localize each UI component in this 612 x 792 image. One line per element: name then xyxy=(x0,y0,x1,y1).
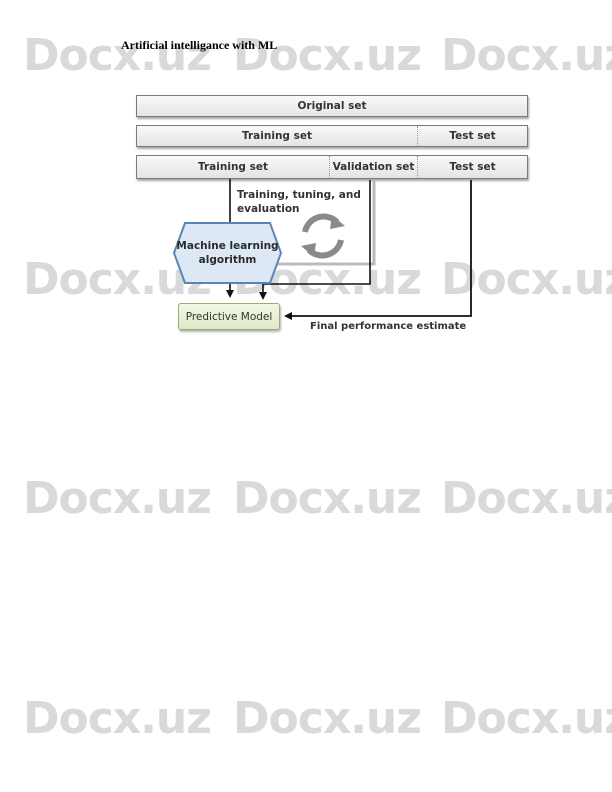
page-title: Artificial intelligance with ML xyxy=(121,38,278,52)
original-set-label: Original set xyxy=(297,100,367,112)
watermark: Docx.uz xyxy=(23,693,212,744)
training-set-label: Training set xyxy=(242,130,312,142)
refresh-cycle-icon xyxy=(301,213,345,259)
watermark: Docx.uz xyxy=(233,473,422,524)
watermark: Docx.uz xyxy=(23,473,212,524)
watermark: Docx.uz xyxy=(233,30,422,81)
watermark: Docx.uz xyxy=(441,473,612,524)
training-set-label: Training set xyxy=(198,161,268,173)
watermark: Docx.uz xyxy=(23,30,212,81)
validation-loop-shadow xyxy=(236,180,376,266)
test-to-model-line xyxy=(284,180,472,320)
watermark: Docx.uz xyxy=(441,693,612,744)
train-test-bar: Training set Test set xyxy=(136,125,528,147)
final-estimate-label: Final performance estimate xyxy=(310,321,467,332)
algorithm-hexagon xyxy=(173,222,282,284)
algorithm-label: Machine learning algorithm xyxy=(176,240,279,266)
validation-loop-line xyxy=(259,180,371,300)
validation-set-label: Validation set xyxy=(329,156,417,178)
original-set-bar: Original set xyxy=(136,95,528,117)
loop-label: Training, tuning, and evaluation xyxy=(237,189,361,215)
watermark: Docx.uz xyxy=(233,693,422,744)
watermark: Docx.uz xyxy=(441,254,612,305)
train-validation-test-bar: Training set Validation set Test set xyxy=(136,155,528,179)
watermark: Docx.uz xyxy=(441,30,612,81)
predictive-model-box: Predictive Model xyxy=(178,303,280,330)
test-set-label: Test set xyxy=(417,156,527,178)
test-set-label: Test set xyxy=(417,126,527,146)
